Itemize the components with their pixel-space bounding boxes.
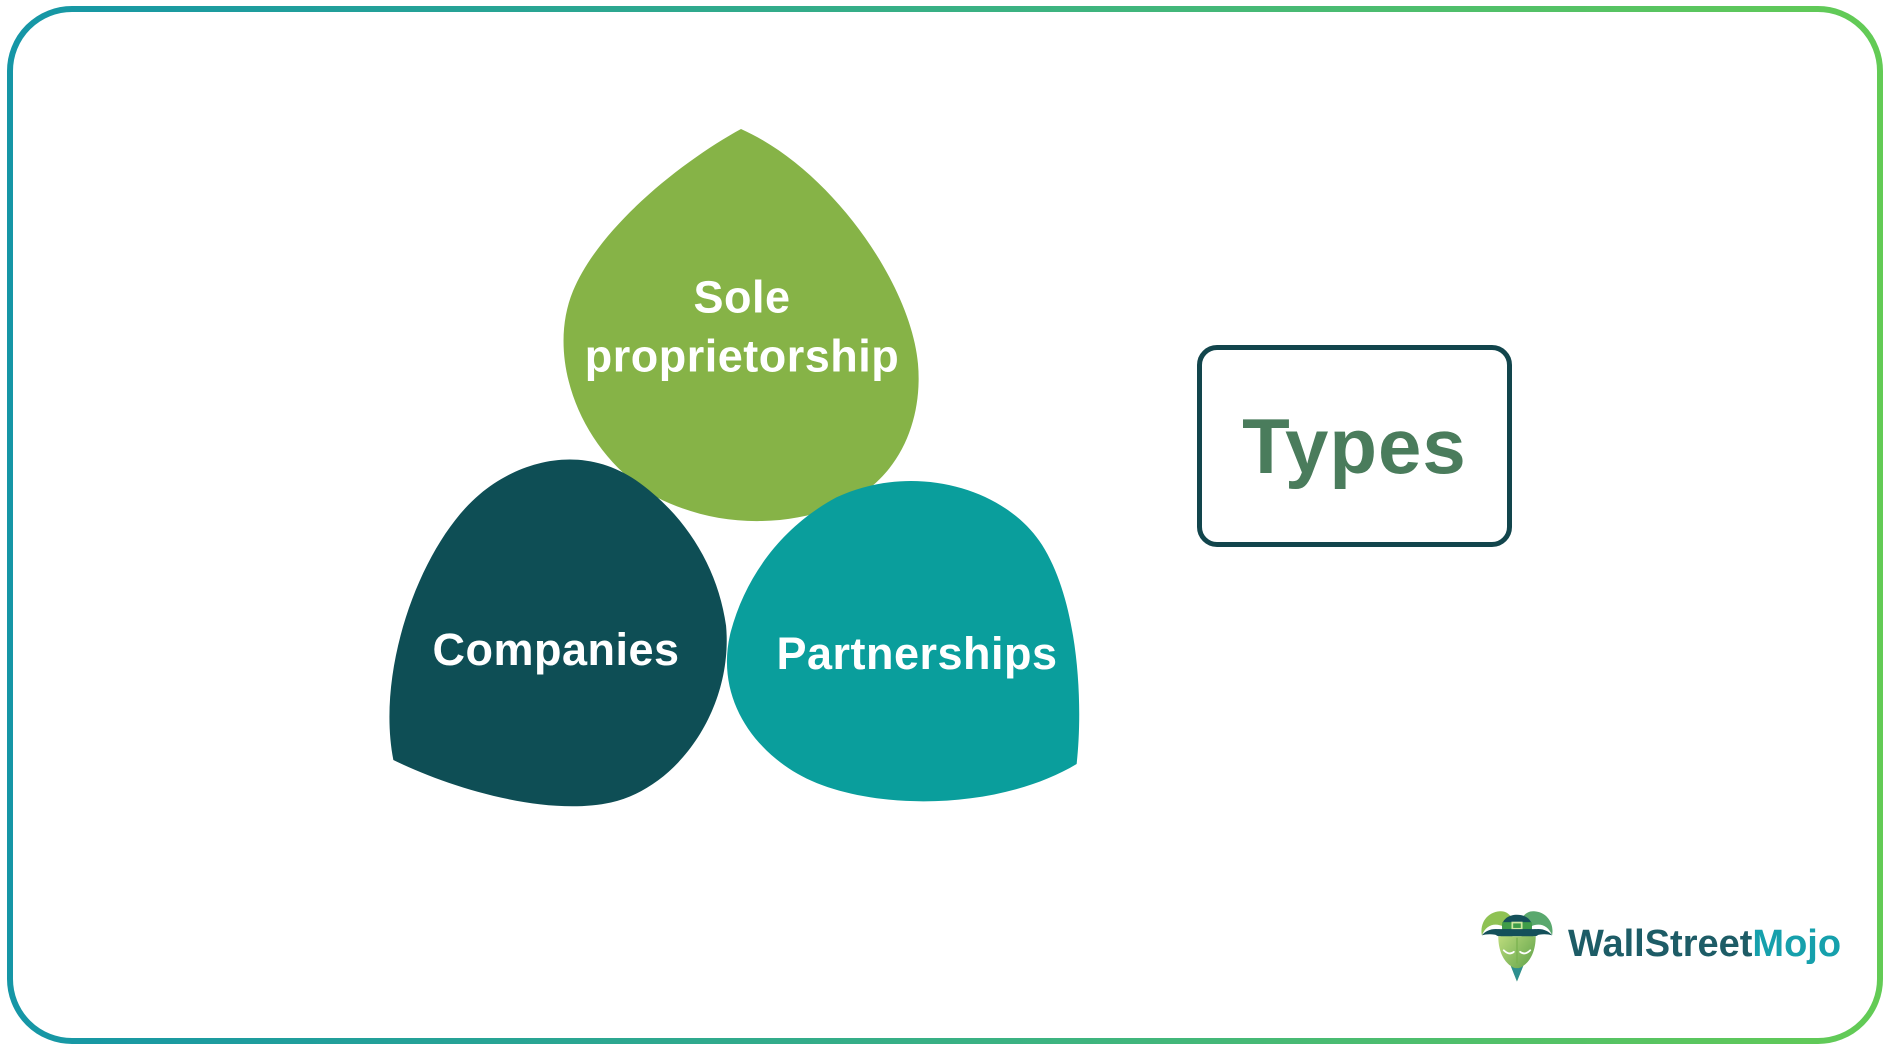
label-partnerships: Partnerships: [776, 627, 1058, 679]
blob-partnerships: [727, 481, 1080, 802]
rounded-frame-stroke: [7, 6, 1883, 1044]
brand-wordmark: WallStreetMojo: [1568, 923, 1841, 966]
bull-leprechaun-icon: [1481, 911, 1553, 982]
label-sole-proprietorship: Sole proprietorship: [584, 271, 900, 382]
brand-mojo: Mojo: [1752, 922, 1842, 965]
blob-sole-proprietorship: [563, 129, 919, 522]
label-companies: Companies: [432, 623, 680, 675]
types-title: Types: [1242, 401, 1467, 490]
brand-wallstreet: WallStreet: [1568, 922, 1753, 965]
wallstreetmojo-logo: WallStreetMojo: [1478, 898, 1841, 990]
blob-companies: [389, 459, 727, 807]
types-box: Types: [1197, 345, 1512, 547]
